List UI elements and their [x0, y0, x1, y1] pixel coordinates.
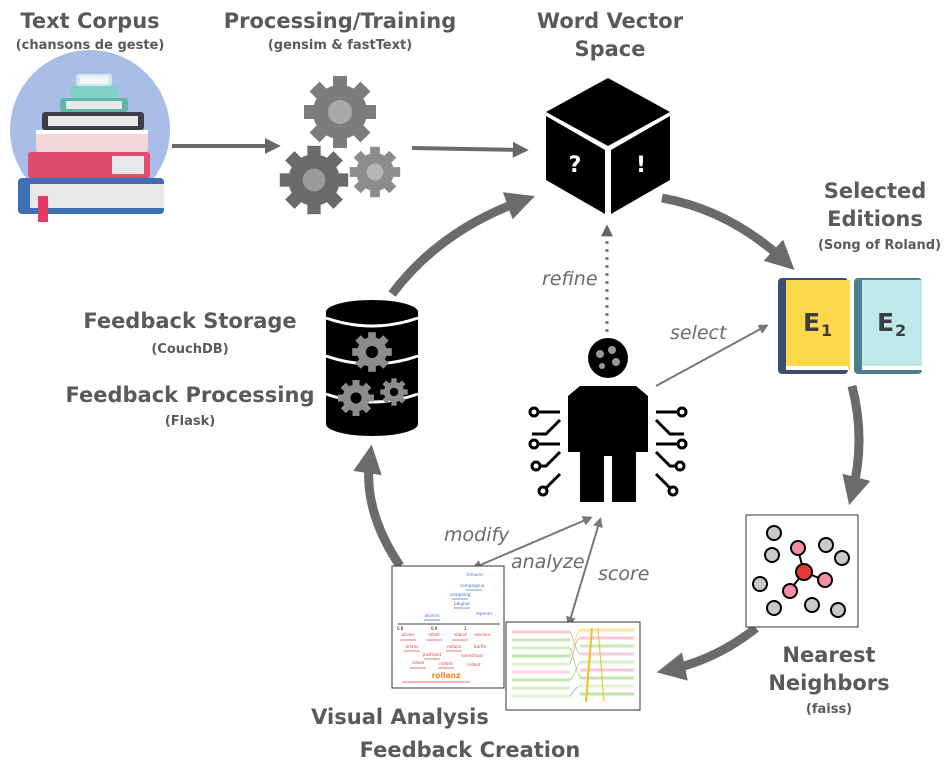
arrow-neighbors-to-vis	[656, 624, 759, 681]
arrow-select	[655, 324, 769, 387]
word-red: rollont	[439, 661, 453, 666]
feedback-storage-label: Feedback Storage	[83, 309, 297, 333]
axis-tick: 0.9	[431, 626, 438, 631]
word-vector-space-label-line2: Space	[574, 37, 646, 61]
nearest-neighbors-sublabel: (faiss)	[805, 702, 853, 717]
arrow-editions-to-neighbors	[842, 384, 871, 506]
book-stack-icon	[10, 50, 170, 222]
visual-analysis-label: Visual Analysis	[311, 705, 489, 729]
database-icon	[325, 300, 419, 436]
word-red: olivier	[402, 632, 415, 637]
arrow-vis-to-db	[353, 444, 404, 569]
e2-letter: E	[877, 308, 894, 337]
word-red: rollanz	[447, 644, 462, 649]
word-blue: tresurer	[467, 572, 484, 577]
word-blue: oliviers	[424, 613, 439, 618]
word-blue: compaing	[450, 592, 471, 597]
word-red: barfle	[474, 644, 487, 649]
arrow-processing-to-space	[411, 141, 529, 158]
processing-sublabel: (gensim & fastText)	[267, 38, 413, 53]
selected-editions-label-line1: Selected	[823, 179, 927, 203]
e1-index: 1	[821, 321, 832, 340]
feedback-storage-sublabel: (CouchDB)	[151, 342, 229, 357]
edition-e2-icon: E 2	[854, 278, 922, 374]
refine-label: refine	[542, 268, 598, 290]
selected-editions-sublabel: (Song of Roland)	[817, 238, 942, 253]
feedback-processing-label: Feedback Processing	[65, 383, 315, 407]
word-blue: paignor	[454, 601, 470, 606]
word-blue: repentir	[476, 611, 493, 616]
word-red: orlans	[406, 644, 419, 649]
word-red: rolanz	[412, 660, 426, 665]
arrow-score	[566, 517, 603, 627]
word-plot-panel: tresurer compaignie compaing paignor oli…	[391, 565, 505, 689]
feedback-processing-sublabel: (Flask)	[164, 414, 216, 429]
feedback-creation-label: Feedback Creation	[359, 738, 581, 762]
cube-question-mark: ?	[569, 153, 582, 178]
nearest-neighbors-label-line1: Nearest	[782, 643, 876, 667]
word-red: seneshaut	[461, 653, 483, 658]
text-corpus-label: Text Corpus	[20, 9, 160, 33]
nearest-neighbors-panel	[745, 514, 859, 628]
e2-index: 2	[895, 321, 906, 340]
alignment-vis-panel	[505, 621, 641, 711]
text-corpus-sublabel: (chansons de geste)	[15, 38, 165, 53]
word-red: rolleit	[428, 632, 440, 637]
gears-icon	[279, 76, 401, 215]
human-expert-icon	[528, 338, 688, 502]
axis-tick: 0.8	[397, 626, 404, 631]
word-vector-space-label-line1: Word Vector	[536, 9, 684, 33]
select-label: select	[670, 322, 727, 344]
axis-tick: 1	[464, 626, 467, 631]
word-red: pasfirant	[423, 652, 442, 657]
word-blue: compaignie	[460, 583, 485, 588]
highlight-word: rollanz	[432, 671, 461, 680]
cube-exclamation-mark: !	[636, 153, 646, 178]
e1-letter: E	[803, 308, 820, 337]
arrow-space-to-editions	[661, 193, 795, 270]
processing-label: Processing/Training	[223, 9, 457, 33]
arrow-db-to-space	[388, 192, 535, 297]
modify-label: modify	[444, 524, 510, 546]
nearest-neighbors-label-line2: Neighbors	[768, 671, 890, 695]
cube-icon: ? !	[546, 78, 670, 214]
selected-editions-label-line2: Editions	[827, 207, 923, 231]
word-red: rollant	[467, 662, 481, 667]
score-label: score	[598, 563, 650, 585]
edition-e1-icon: E 1	[778, 278, 850, 374]
analyze-label: analyze	[511, 551, 585, 573]
word-red: roland	[453, 632, 467, 637]
word-red: rossinol	[474, 632, 490, 637]
